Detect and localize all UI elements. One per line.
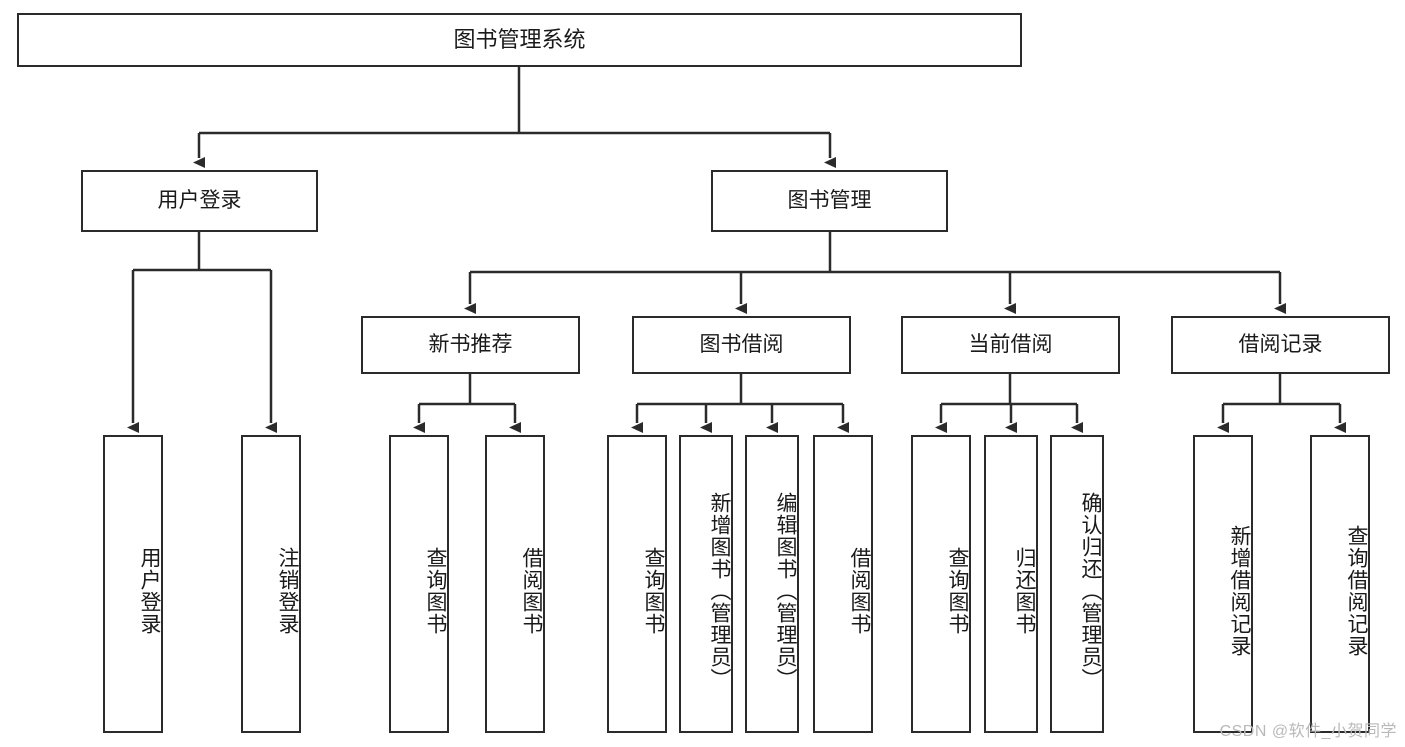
- node-new-book-recommend-label: 新书推荐: [428, 332, 513, 356]
- leaf-borrow-book-recommend-label: 借阅图书: [520, 547, 543, 635]
- leaf-edit-book-admin[interactable]: 编辑图书（管理员）: [745, 435, 799, 733]
- leaf-return-book-label: 归还图书: [1013, 547, 1036, 635]
- leaf-user-login-label: 用户登录: [138, 547, 161, 635]
- leaf-query-book-current[interactable]: 查询图书: [911, 435, 971, 733]
- node-user-login-label: 用户登录: [157, 188, 242, 212]
- leaf-query-book-current-label: 查询图书: [946, 547, 969, 635]
- node-current-borrow[interactable]: 当前借阅: [901, 316, 1120, 374]
- leaf-logout[interactable]: 注销登录: [241, 435, 301, 733]
- node-root[interactable]: 图书管理系统: [17, 13, 1022, 67]
- node-book-borrow[interactable]: 图书借阅: [632, 316, 851, 374]
- node-user-login[interactable]: 用户登录: [81, 170, 318, 232]
- leaf-add-book-admin[interactable]: 新增图书（管理员）: [679, 435, 733, 733]
- leaf-query-book-borrow-label: 查询图书: [642, 547, 665, 635]
- leaf-confirm-return-admin-label: 确认归还（管理员）: [1079, 492, 1102, 690]
- leaf-query-borrow-record[interactable]: 查询借阅记录: [1310, 435, 1370, 733]
- leaf-return-book[interactable]: 归还图书: [984, 435, 1038, 733]
- node-borrow-record-label: 借阅记录: [1238, 332, 1323, 356]
- leaf-query-book-recommend[interactable]: 查询图书: [389, 435, 449, 733]
- node-new-book-recommend[interactable]: 新书推荐: [361, 316, 580, 374]
- node-book-management[interactable]: 图书管理: [711, 170, 948, 232]
- leaf-add-book-admin-label: 新增图书（管理员）: [708, 492, 731, 690]
- node-book-borrow-label: 图书借阅: [699, 332, 784, 356]
- leaf-add-borrow-record[interactable]: 新增借阅记录: [1193, 435, 1253, 733]
- leaf-user-login[interactable]: 用户登录: [103, 435, 163, 733]
- leaf-query-book-recommend-label: 查询图书: [424, 547, 447, 635]
- leaf-borrow-book-label: 借阅图书: [848, 547, 871, 635]
- leaf-edit-book-admin-label: 编辑图书（管理员）: [774, 492, 797, 690]
- leaf-logout-label: 注销登录: [276, 547, 299, 635]
- leaf-borrow-book-recommend[interactable]: 借阅图书: [485, 435, 545, 733]
- leaf-query-borrow-record-label: 查询借阅记录: [1345, 525, 1368, 657]
- leaf-query-book-borrow[interactable]: 查询图书: [607, 435, 667, 733]
- node-root-label: 图书管理系统: [453, 27, 586, 53]
- leaf-add-borrow-record-label: 新增借阅记录: [1228, 525, 1251, 657]
- leaf-confirm-return-admin[interactable]: 确认归还（管理员）: [1050, 435, 1104, 733]
- node-book-management-label: 图书管理: [787, 188, 872, 212]
- node-borrow-record[interactable]: 借阅记录: [1171, 316, 1390, 374]
- watermark: CSDN @软件_小贺同学: [1219, 723, 1397, 740]
- leaf-borrow-book[interactable]: 借阅图书: [813, 435, 873, 733]
- node-current-borrow-label: 当前借阅: [968, 332, 1053, 356]
